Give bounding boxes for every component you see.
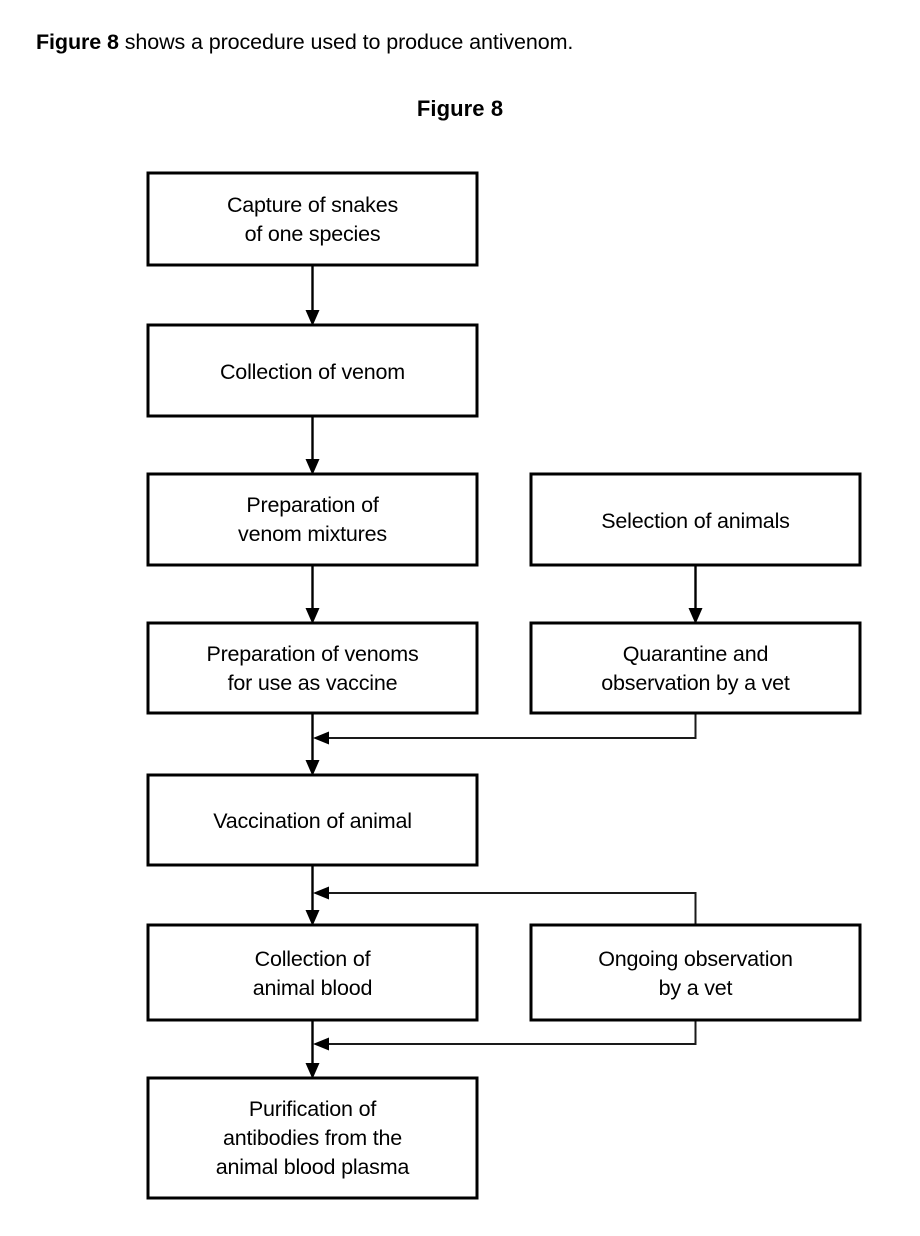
connector-mixtures-to-vaccine-prep — [305, 565, 320, 624]
flow-node-label: animal blood — [253, 976, 373, 1000]
intro-sentence: Figure 8 shows a procedure used to produ… — [36, 28, 573, 56]
flow-node-preparation-of-venom-mixtures[interactable]: Preparation of venom mixtures — [146, 472, 479, 567]
figure-caption: Figure 8 — [416, 96, 504, 121]
flow-node-label: animal blood plasma — [216, 1155, 410, 1179]
nodes-layer: Capture of snakes of one species Collect… — [146, 171, 862, 1200]
flow-node-label: for use as vaccine — [228, 671, 398, 695]
flow-node-quarantine-and-observation[interactable]: Quarantine and observation by a vet — [529, 621, 862, 715]
connector-selection-to-quarantine — [688, 565, 703, 624]
flow-node-label: Purification of — [249, 1097, 376, 1121]
flow-node-collection-of-venom[interactable]: Collection of venom — [146, 323, 479, 418]
flow-node-selection-of-animals[interactable]: Selection of animals — [529, 472, 862, 567]
connector-vaccine-prep-to-vaccination — [305, 713, 320, 776]
flow-node-label: Quarantine and — [623, 642, 768, 666]
connector-quarantine-merge-into-main — [313, 713, 697, 745]
connector-ongoing-observation-up-merge — [313, 886, 697, 925]
flow-node-label: of one species — [245, 222, 381, 246]
flow-node-label: venom mixtures — [238, 522, 387, 546]
flow-node-ongoing-observation[interactable]: Ongoing observation by a vet — [529, 923, 862, 1022]
flow-node-preparation-of-venoms-for-vaccine[interactable]: Preparation of venoms for use as vaccine — [146, 621, 479, 715]
flow-node-label: Collection of — [255, 947, 371, 971]
flow-node-label: Selection of animals — [601, 509, 789, 533]
connector-vaccination-to-blood-collection — [305, 865, 320, 926]
connector-capture-to-collection — [305, 265, 320, 326]
flow-node-label: Ongoing observation — [598, 947, 793, 971]
flow-node-label: Preparation of — [246, 493, 378, 517]
flow-node-label: observation by a vet — [601, 671, 790, 695]
connector-blood-collection-to-purification — [305, 1020, 320, 1079]
flow-node-capture-of-snakes[interactable]: Capture of snakes of one species — [146, 171, 479, 267]
connector-collection-to-mixtures — [305, 416, 320, 475]
flow-node-label: Collection of venom — [220, 360, 405, 384]
intro-rest: shows a procedure used to produce antive… — [118, 30, 574, 54]
flow-node-label: by a vet — [659, 976, 733, 1000]
flow-node-label: Preparation of venoms — [206, 642, 418, 666]
flow-node-purification-of-antibodies[interactable]: Purification of antibodies from the anim… — [146, 1076, 479, 1200]
connectors-layer — [305, 265, 703, 1079]
flow-node-label: antibodies from the — [223, 1126, 402, 1150]
flow-node-label: Capture of snakes — [227, 193, 398, 217]
intro-bold-prefix: Figure 8 — [36, 30, 119, 54]
connector-ongoing-observation-down-merge — [313, 1020, 697, 1051]
flow-node-collection-of-animal-blood[interactable]: Collection of animal blood — [146, 923, 479, 1022]
flow-node-label: Vaccination of animal — [213, 809, 412, 833]
flow-node-vaccination-of-animal[interactable]: Vaccination of animal — [146, 773, 479, 867]
